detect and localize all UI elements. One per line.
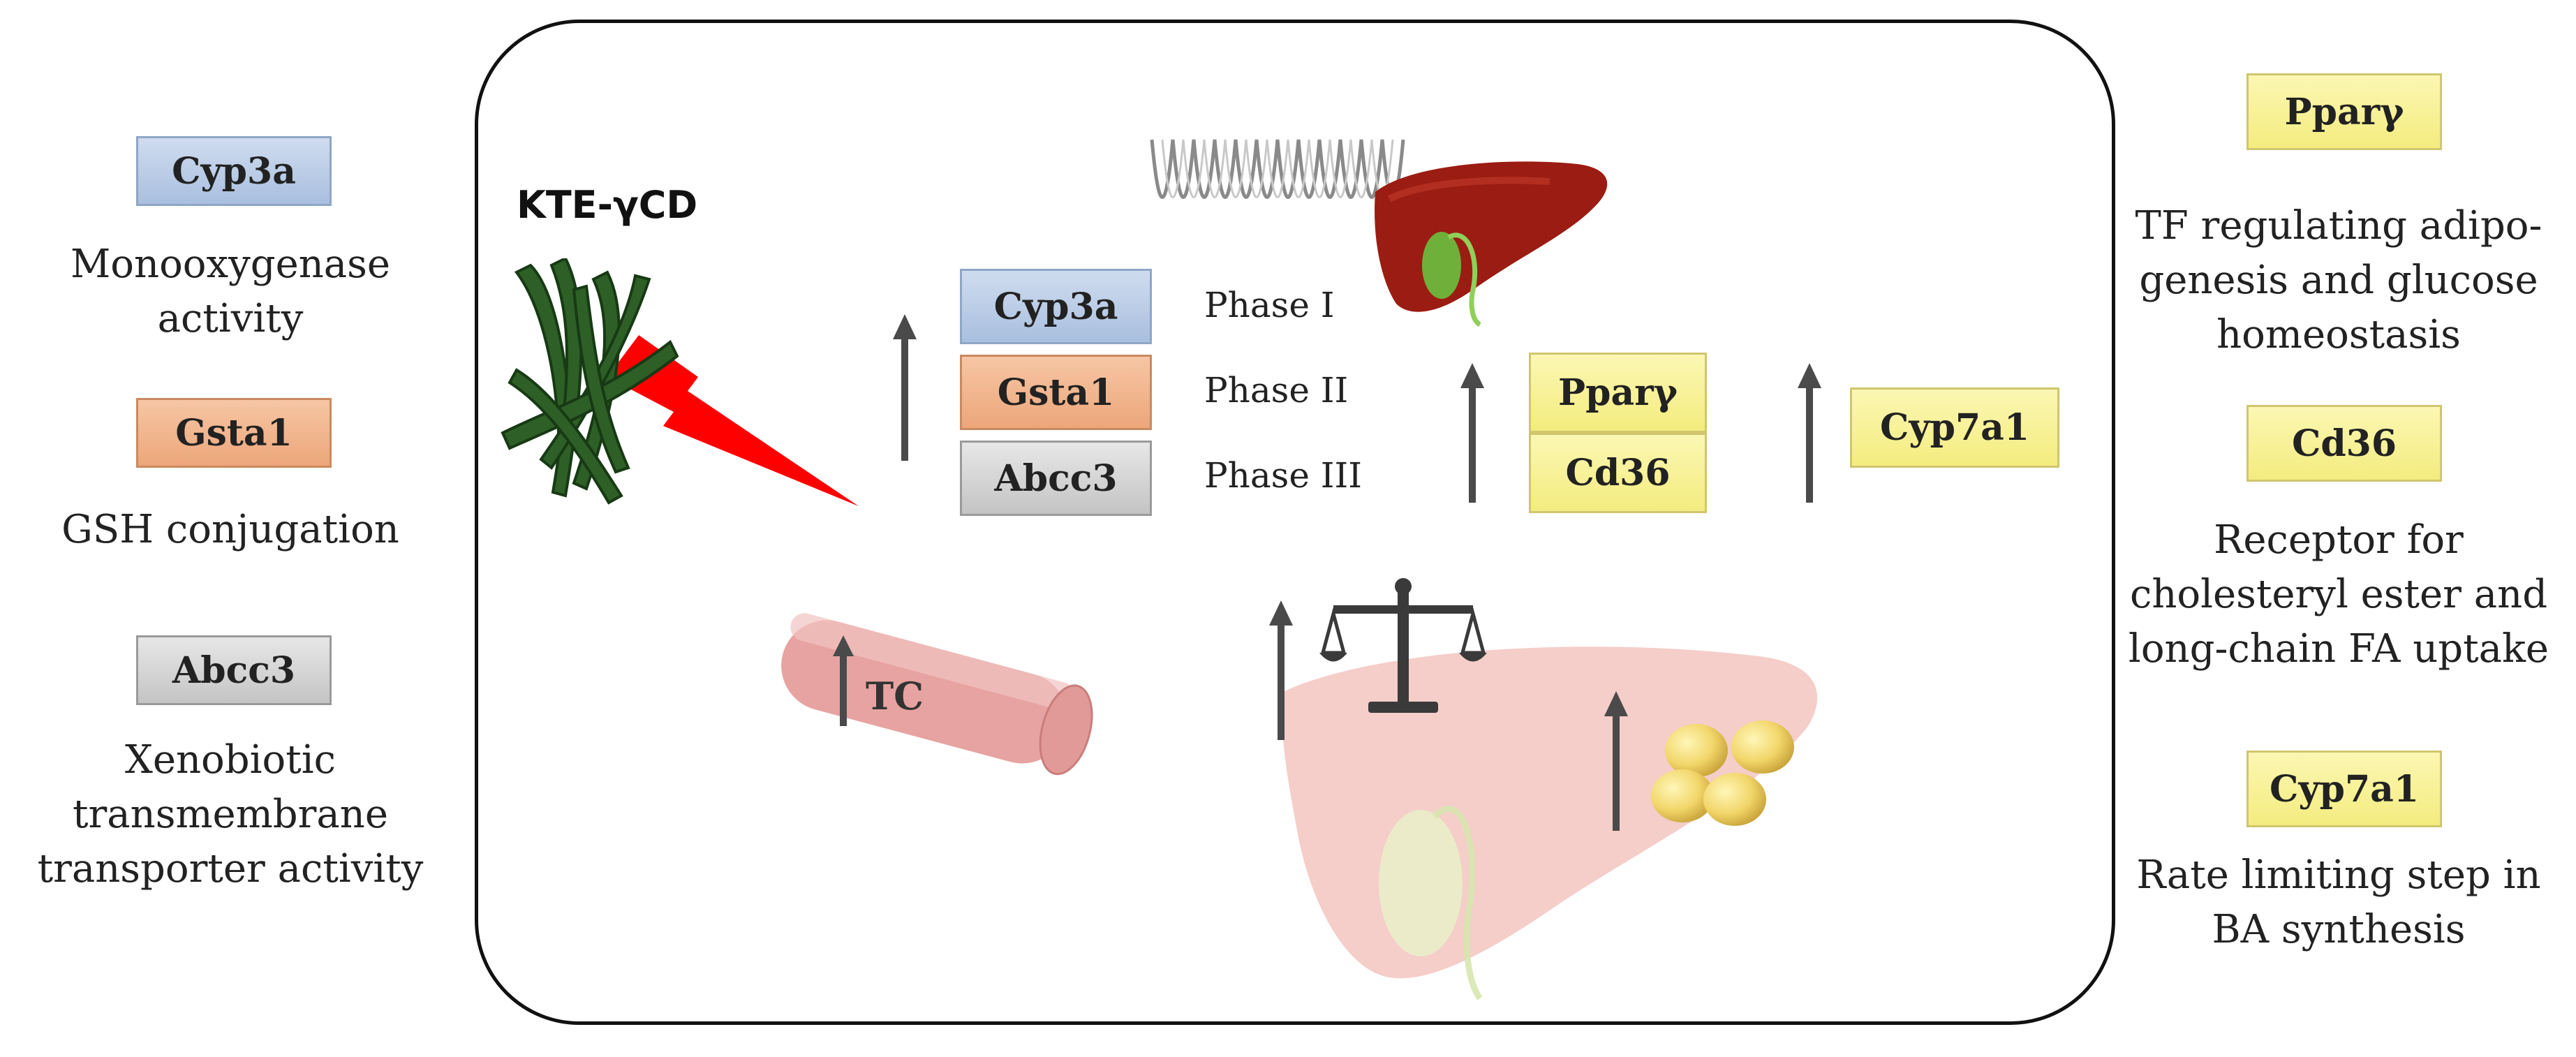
legend-ppar-desc: TF regulating adipo- genesis and glucose… <box>2101 199 2576 362</box>
desc-line: long-chain FA uptake <box>2128 626 2549 672</box>
phase-i-label: Phase I <box>1204 285 1335 325</box>
desc-line: TF regulating adipo- <box>2135 203 2542 249</box>
legend-gsta1-desc: GSH conjugation <box>0 503 461 557</box>
arrow-up-phase-genes <box>893 314 917 461</box>
desc-line: genesis and glucose <box>2139 258 2538 303</box>
legend-cyp7a1-box: Cyp7a1 <box>2246 751 2442 827</box>
blood-vessel-illustration <box>781 613 1093 776</box>
ppar-box: Pparγ <box>1529 353 1707 433</box>
legend-cyp3a-desc: Monooxygenase activity <box>0 237 461 346</box>
balance-scale-icon <box>1319 578 1487 713</box>
gsta1-box: Gsta1 <box>960 355 1152 430</box>
arrow-up-ppar <box>1460 363 1484 503</box>
arrow-up-cyp7a1 <box>1798 363 1821 503</box>
cyp3a-box: Cyp3a <box>960 269 1152 344</box>
lipid-droplets-icon <box>1651 720 1794 826</box>
legend-abcc3-box: Abcc3 <box>136 635 332 705</box>
arrow-up-tc <box>833 635 854 726</box>
plant-treatment-illustration <box>501 258 859 506</box>
desc-line: Xenobiotic <box>124 737 336 783</box>
phase-ii-label: Phase II <box>1204 370 1349 411</box>
desc-line: transmembrane <box>72 792 389 837</box>
cyclodextrin-spring-illustration <box>1150 139 1405 199</box>
desc-line: Rate limiting step in <box>2136 852 2541 898</box>
arrow-up-lipid-droplets <box>1604 691 1628 831</box>
liver-illustration <box>1375 161 1608 327</box>
phase-iii-label: Phase III <box>1204 455 1363 496</box>
green-leaves-icon <box>501 258 679 505</box>
desc-line: activity <box>157 296 304 341</box>
legend-ppar-box: Pparγ <box>2246 73 2442 150</box>
legend-abcc3-desc: Xenobiotic transmembrane transporter act… <box>0 733 461 896</box>
treatment-label: KTE-γCD <box>517 183 698 227</box>
tc-label: TC <box>866 674 924 718</box>
legend-cd36-desc: Receptor for cholesteryl ester and long-… <box>2101 513 2576 677</box>
arrow-up-lipid-balance <box>1269 600 1293 740</box>
desc-line: BA synthesis <box>2212 907 2466 952</box>
cd36-box: Cd36 <box>1529 433 1707 513</box>
legend-cd36-box: Cd36 <box>2246 405 2442 482</box>
desc-line: homeostasis <box>2216 312 2461 357</box>
desc-line: Monooxygenase <box>70 242 391 287</box>
desc-line: cholesteryl ester and <box>2129 572 2548 617</box>
desc-line: transporter activity <box>37 846 424 892</box>
lightning-bolt-icon <box>607 335 859 506</box>
legend-gsta1-box: Gsta1 <box>136 398 332 468</box>
legend-cyp7a1-desc: Rate limiting step in BA synthesis <box>2101 848 2576 957</box>
desc-line: Receptor for <box>2214 517 2464 563</box>
abcc3-box: Abcc3 <box>960 441 1152 516</box>
desc-line: GSH conjugation <box>61 507 399 552</box>
legend-cyp3a-box: Cyp3a <box>136 136 332 206</box>
center-panel-frame <box>475 20 2115 1025</box>
cyp7a1-box: Cyp7a1 <box>1850 387 2059 468</box>
